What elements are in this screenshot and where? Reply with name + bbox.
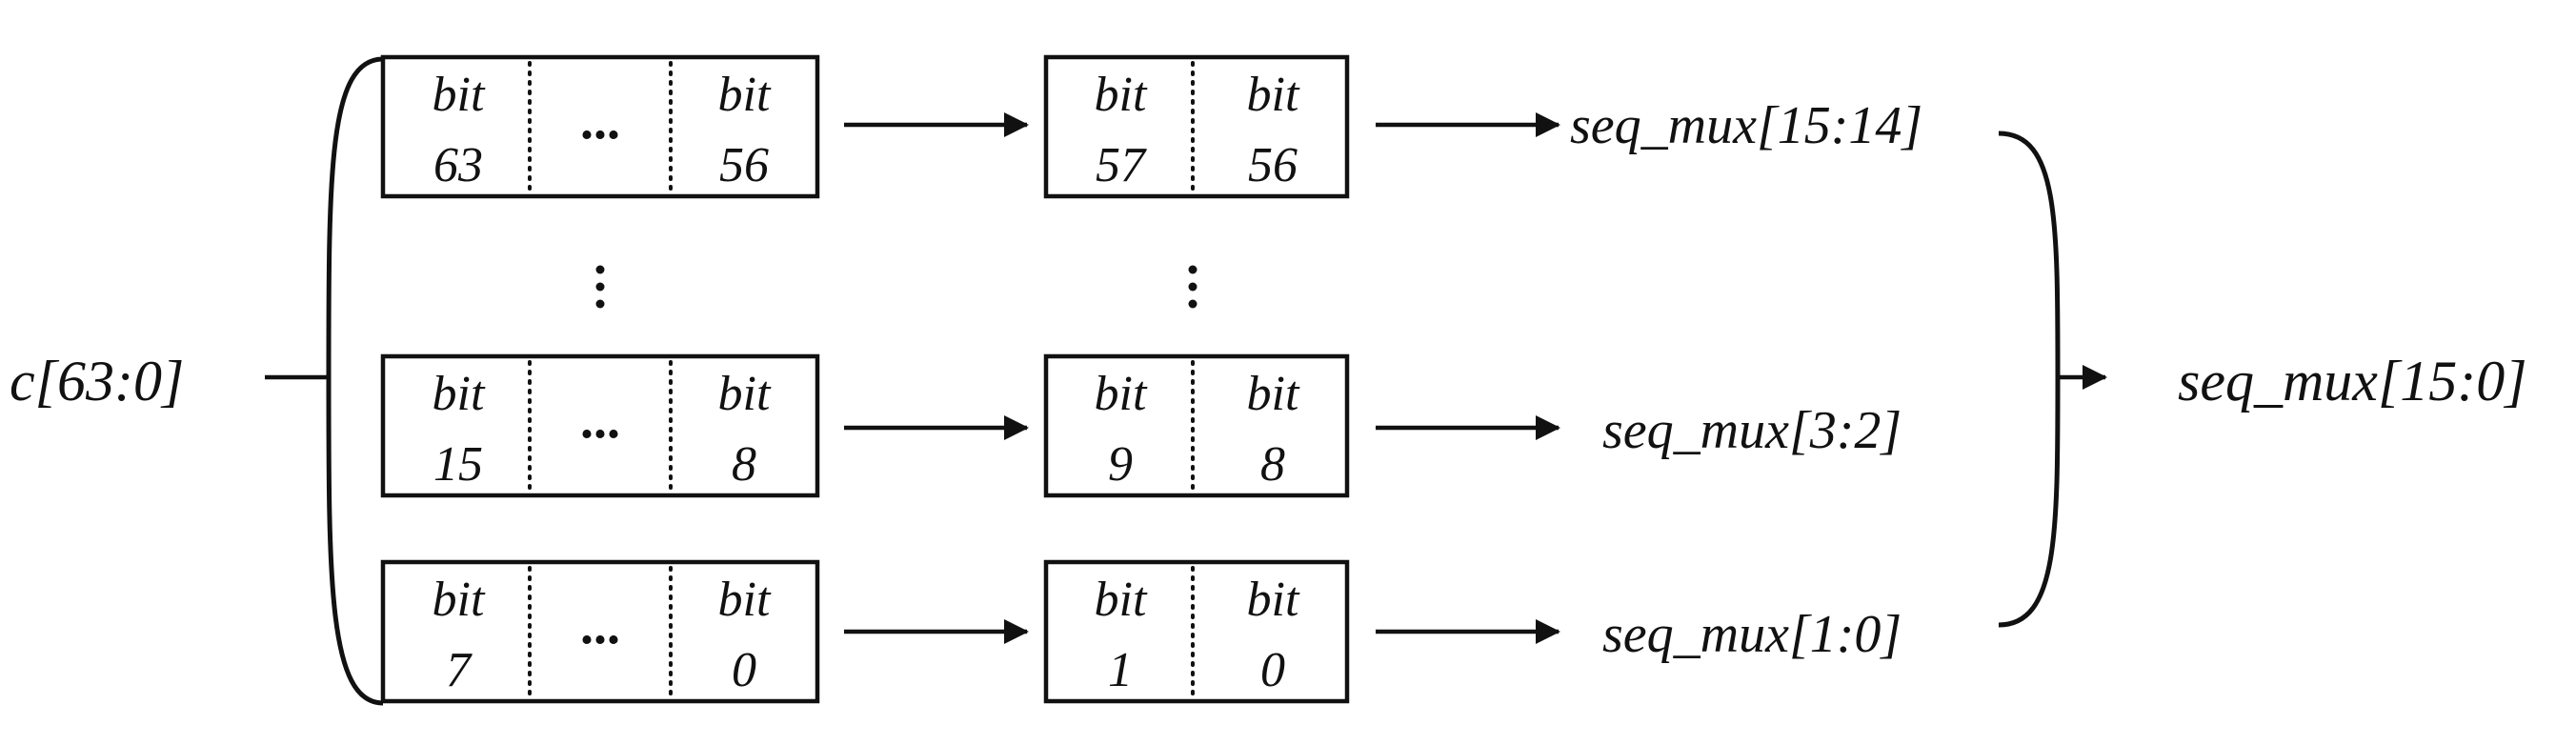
bit-index: 56 <box>719 138 769 192</box>
vertical-ellipsis-source <box>595 265 605 309</box>
bit-index: 8 <box>732 437 756 492</box>
ellipsis: ... <box>580 596 620 655</box>
output-label: seq_mux[15:14] <box>1570 96 1922 155</box>
pair-register-2 <box>1043 559 1350 704</box>
input-label: c[63:0] <box>10 350 184 413</box>
row-2: bit 7 ... bit 0 bit 1 bit 0 seq_mux[1:0] <box>380 559 1902 704</box>
bit-index: 7 <box>446 643 473 697</box>
bit-label: bit <box>433 367 486 421</box>
vertical-ellipsis-pair <box>1188 265 1197 309</box>
output-label: seq_mux[3:2] <box>1602 401 1902 460</box>
source-register-0 <box>380 54 820 199</box>
left-brace <box>326 56 384 706</box>
ellipsis: ... <box>580 391 620 450</box>
row-1: bit 15 ... bit 8 bit 9 bit 8 seq_mux[3:2… <box>380 353 1902 498</box>
bit-label: bit <box>433 573 486 627</box>
ellipsis: ... <box>580 91 620 151</box>
pair-register-0 <box>1043 54 1350 199</box>
pair-register-1 <box>1043 353 1350 498</box>
right-brace <box>1998 131 2061 628</box>
bit-index: 0 <box>1260 643 1285 697</box>
bit-label: bit <box>718 573 772 627</box>
bit-label: bit <box>718 367 772 421</box>
bit-label: bit <box>1095 68 1148 122</box>
bit-index: 0 <box>732 643 756 697</box>
bit-index: 8 <box>1260 437 1285 492</box>
bit-label: bit <box>1247 573 1300 627</box>
bit-label: bit <box>1247 367 1300 421</box>
source-register-1 <box>380 353 820 498</box>
bit-label: bit <box>718 68 772 122</box>
output-bus-label: seq_mux[15:0] <box>2178 350 2527 413</box>
row-0: bit 63 ... bit 56 bit 57 bit 56 seq_mux[… <box>380 54 1922 199</box>
bit-label: bit <box>1095 573 1148 627</box>
bit-index: 15 <box>433 437 483 492</box>
bit-index: 63 <box>433 138 483 192</box>
bit-index: 56 <box>1248 138 1298 192</box>
output-label: seq_mux[1:0] <box>1602 605 1902 664</box>
bit-index: 1 <box>1108 643 1133 697</box>
bit-index: 57 <box>1096 138 1147 192</box>
bit-label: bit <box>433 68 486 122</box>
bit-index: 9 <box>1108 437 1133 492</box>
source-register-2 <box>380 559 820 704</box>
bit-label: bit <box>1247 68 1300 122</box>
bit-label: bit <box>1095 367 1148 421</box>
